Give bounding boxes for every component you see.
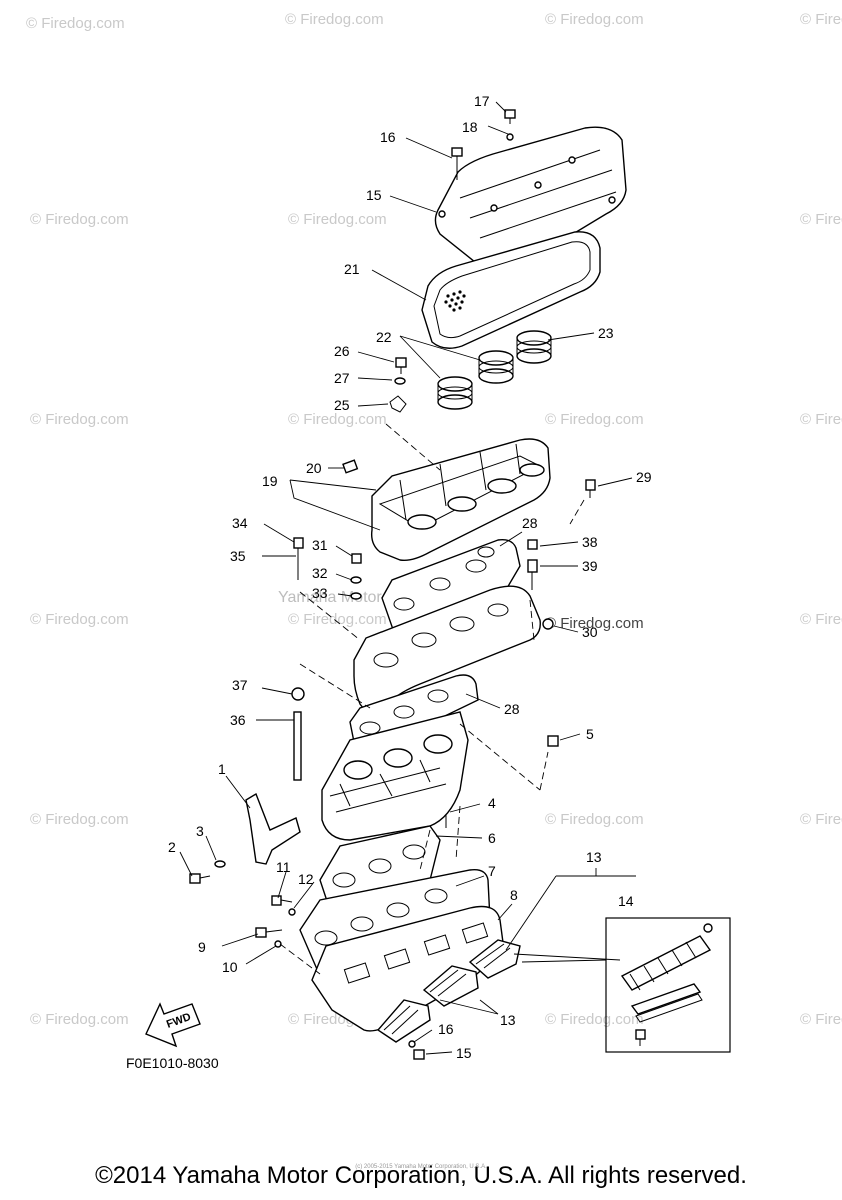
callout-18: 16 bbox=[380, 129, 396, 145]
callout-14: 14 bbox=[618, 893, 634, 909]
callout-33: 33 bbox=[312, 585, 328, 601]
seal-24-c bbox=[516, 330, 552, 364]
callout-29: 29 bbox=[636, 469, 652, 485]
watermark: © Firedog.com bbox=[26, 15, 125, 32]
callout-31: 31 bbox=[312, 537, 328, 553]
watermark: © Firedog.com bbox=[545, 1011, 644, 1028]
bolt-29 bbox=[585, 479, 596, 498]
watermark: © Firedog.com bbox=[800, 811, 842, 828]
callout-11: 11 bbox=[276, 859, 291, 875]
watermark: © Firedog.com bbox=[545, 11, 644, 28]
callout-26: 26 bbox=[334, 343, 350, 359]
watermark-dark: © Firedog.com bbox=[545, 615, 644, 632]
carburetor-assembly bbox=[321, 711, 469, 841]
callout-16-number: 16 bbox=[438, 1021, 454, 1037]
watermark: © Firedog.com bbox=[30, 811, 129, 828]
drawing-code: F0E1010-8030 bbox=[126, 1055, 219, 1071]
watermark: © Firedog.com bbox=[545, 811, 644, 828]
watermark-layer: © Firedog.com © Firedog.com © Firedog.co… bbox=[26, 11, 842, 1028]
bolt-26 bbox=[389, 357, 407, 413]
callout-30: 30 bbox=[582, 624, 598, 640]
callout-28-b: 28 bbox=[504, 701, 520, 717]
callout-6: 6 bbox=[488, 830, 496, 846]
spacer-plate bbox=[353, 585, 554, 725]
copyright-footer: ©2014 Yamaha Motor Corporation, U.S.A. A… bbox=[95, 1162, 747, 1189]
callout-25: 25 bbox=[334, 397, 350, 413]
callout-1: 1 bbox=[218, 761, 226, 777]
watermark: © Firedog.com bbox=[288, 411, 387, 428]
callout-9: 9 bbox=[198, 939, 206, 955]
callout-38: 38 bbox=[582, 534, 598, 550]
watermark: © Firedog.com bbox=[800, 611, 842, 628]
callout-20: 18 bbox=[462, 119, 478, 135]
callout-2: 2 bbox=[168, 839, 176, 855]
callout-5: 5 bbox=[586, 726, 594, 742]
footer-small-print: (c) 2005-2015 Yamaha Motor Corporation, … bbox=[355, 1164, 487, 1170]
callout-23: 21 bbox=[344, 261, 360, 277]
callout-21: 19 bbox=[262, 473, 278, 489]
callout-19: 17 bbox=[474, 93, 490, 109]
fwd-arrow: FWD bbox=[145, 1002, 201, 1048]
callout-13-bottom: 13 bbox=[500, 1012, 516, 1028]
seal-24-b bbox=[478, 350, 514, 384]
bolt-18 bbox=[451, 147, 463, 180]
callout-22: 20 bbox=[306, 460, 322, 476]
watermark: © Firedog.com bbox=[800, 211, 842, 228]
watermark: © Firedog.com bbox=[288, 611, 387, 628]
reed-valve-a bbox=[376, 999, 431, 1043]
watermark: © Firedog.com bbox=[800, 11, 842, 28]
gasket-mesh bbox=[444, 290, 466, 312]
callout-34: 34 bbox=[232, 515, 248, 531]
screws-lower bbox=[255, 895, 425, 1060]
reed-valve-b bbox=[422, 965, 479, 1007]
callout-36: 36 bbox=[230, 712, 246, 728]
watermark: © Firedog.com bbox=[30, 611, 129, 628]
callout-32: 32 bbox=[312, 565, 328, 581]
callout-17: 15 bbox=[366, 187, 382, 203]
callout-3: 3 bbox=[196, 823, 204, 839]
watermark: © Firedog.com bbox=[800, 411, 842, 428]
callout-8: 8 bbox=[510, 887, 518, 903]
reed-valve-c bbox=[468, 939, 521, 979]
cover-gasket bbox=[421, 231, 601, 349]
watermark: © Firedog.com bbox=[800, 1011, 842, 1028]
callout-24-b: 23 bbox=[598, 325, 614, 341]
callout-28-a: 28 bbox=[522, 515, 538, 531]
watermark: © Firedog.com bbox=[288, 211, 387, 228]
callout-4: 4 bbox=[488, 795, 496, 811]
callout-7: 7 bbox=[488, 863, 496, 879]
cylinder-head bbox=[342, 438, 551, 562]
callout-12: 12 bbox=[298, 871, 314, 887]
bolt-19 bbox=[504, 109, 516, 141]
watermark: © Firedog.com bbox=[545, 411, 644, 428]
watermark: © Firedog.com bbox=[30, 211, 129, 228]
watermark: © Firedog.com bbox=[285, 11, 384, 28]
callout-27: 27 bbox=[334, 370, 350, 386]
callout-37: 37 bbox=[232, 677, 248, 693]
callout-15-number: 15 bbox=[456, 1045, 472, 1061]
watermark: © Firedog.com bbox=[30, 1011, 129, 1028]
callout-24-a: 22 bbox=[376, 329, 392, 345]
alignment-lines bbox=[279, 423, 585, 975]
callout-35: 35 bbox=[230, 548, 246, 564]
leader-lines bbox=[179, 101, 636, 1055]
detail-box-14 bbox=[605, 917, 731, 1053]
callout-10: 10 bbox=[222, 959, 238, 975]
callout-13-top: 13 bbox=[586, 849, 602, 865]
bracket-1 bbox=[189, 792, 301, 884]
callout-labels: 17 18 16 15 21 22 23 26 27 25 20 19 29 3… bbox=[126, 93, 652, 1071]
seal-24-a bbox=[437, 376, 473, 410]
callout-39: 39 bbox=[582, 558, 598, 574]
watermark: © Firedog.com bbox=[30, 411, 129, 428]
